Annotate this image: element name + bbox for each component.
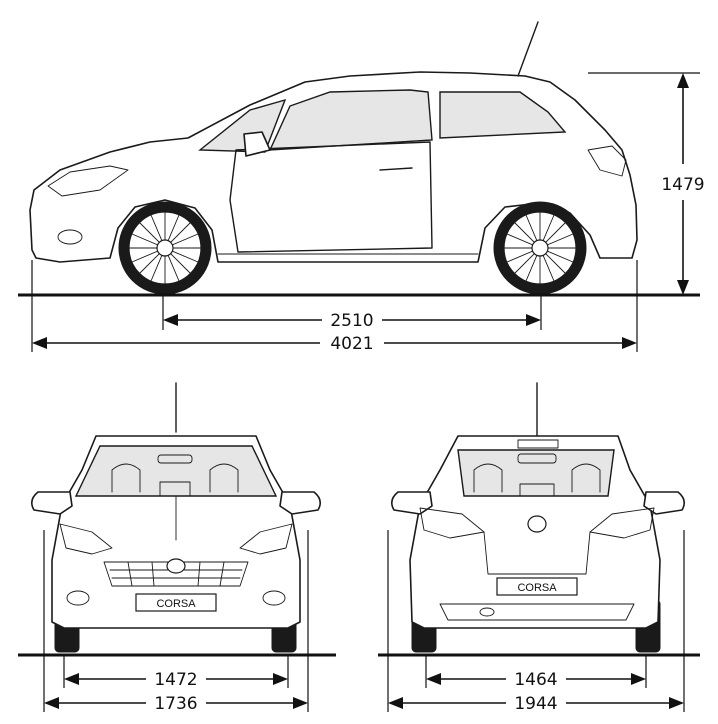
rear-window <box>457 449 615 497</box>
side-antenna <box>517 21 539 77</box>
rear-logo <box>527 515 547 533</box>
side-front-wheel <box>118 201 212 295</box>
rear-mirror-right <box>643 491 686 515</box>
side-door-line <box>229 141 433 253</box>
rear-width-label: 1944 <box>514 694 557 714</box>
wheelbase-dimension: 2510 <box>162 295 542 331</box>
front-track-dimension: 1472 <box>63 655 289 690</box>
rear-track-label: 1464 <box>514 670 557 690</box>
height-label: 1479 <box>661 175 704 195</box>
height-dimension: 1479 <box>588 72 705 295</box>
rear-number-plate <box>496 577 578 596</box>
side-mirror <box>243 131 271 157</box>
side-rear-window <box>268 89 433 151</box>
length-dimension: 4021 <box>31 260 638 354</box>
front-headlight-left <box>59 523 113 555</box>
front-windshield <box>74 445 278 497</box>
rear-taillight-left <box>419 507 485 539</box>
front-width-label: 1736 <box>154 694 197 714</box>
side-rear-wheel <box>493 201 587 295</box>
side-taillight <box>587 145 627 177</box>
front-plate-text: CORSA <box>156 598 196 610</box>
rear-plate-text: CORSA <box>517 582 557 594</box>
side-door-handle <box>379 167 413 171</box>
front-width-dimension: 1736 <box>43 530 309 714</box>
front-mirror-left <box>30 491 73 515</box>
rear-track-dimension: 1464 <box>425 655 647 690</box>
front-logo <box>166 558 186 574</box>
rear-mirror-left <box>390 491 433 515</box>
side-headlight <box>47 165 129 197</box>
side-view <box>18 21 700 297</box>
wheelbase-label: 2510 <box>330 311 373 331</box>
front-mirror-right <box>279 491 322 515</box>
side-quarter-window <box>439 91 567 139</box>
front-view: CORSA <box>18 382 336 657</box>
front-headlight-right <box>239 523 293 555</box>
rear-width-dimension: 1944 <box>387 530 685 714</box>
rear-taillight-right <box>589 507 655 539</box>
front-track-label: 1472 <box>154 670 197 690</box>
rear-view: CORSA <box>378 382 700 657</box>
length-label: 4021 <box>330 334 373 354</box>
front-number-plate <box>135 593 217 612</box>
side-foglight <box>57 229 83 245</box>
